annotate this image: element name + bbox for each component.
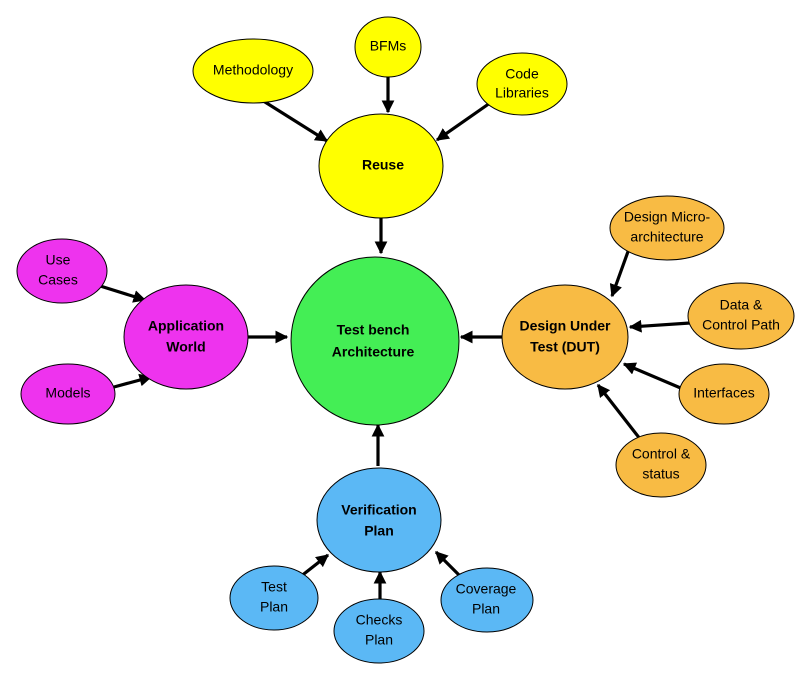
reuse-label: Reuse [362,157,404,173]
arrow-models-to-application [113,373,153,389]
coverage-plan-label-line1: Coverage [456,581,517,597]
dut-label-line1: Design Under [519,318,611,334]
verification-plan-label-line1: Verification [341,502,416,518]
arrow-coverage-plan-to-verification [434,550,464,580]
verification-plan-node: Verification Plan [316,467,442,573]
arrow-test-plan-to-verification [299,553,330,579]
arrow-data-control-to-dut [628,319,691,333]
application-world-label-line1: Application [148,318,224,334]
verification-plan-label-line2: Plan [364,523,394,539]
application-world-node: Application World [123,284,249,390]
data-control-label-line1: Data & [720,297,763,313]
test-plan-node: Test Plan [229,565,319,631]
nodes: Methodology BFMs Code Libraries Reuse Te… [16,16,795,664]
use-cases-node: Use Cases [16,238,108,304]
test-plan-label-line2: Plan [260,599,288,615]
models-node: Models [20,363,116,425]
models-label: Models [45,385,90,401]
application-world-label-line2: World [166,339,205,355]
interfaces-node: Interfaces [678,363,770,425]
data-control-node: Data & Control Path [687,282,795,350]
checks-plan-label-line1: Checks [356,612,403,628]
arrow-methodology-to-reuse [256,95,329,143]
dut-label-line2: Test (DUT) [530,339,600,355]
design-micro-node: Design Micro- architecture [609,195,725,261]
code-libraries-label-line2: Libraries [495,85,549,101]
reuse-node: Reuse [318,113,444,219]
test-plan-label-line1: Test [261,579,287,595]
coverage-plan-node: Coverage Plan [440,567,534,633]
methodology-label: Methodology [213,62,293,78]
design-micro-label-line1: Design Micro- [624,209,711,225]
use-cases-label-line2: Cases [38,272,78,288]
control-status-label-line2: status [642,466,679,482]
dut-node: Design Under Test (DUT) [501,284,629,390]
use-cases-label-line1: Use [46,252,71,268]
control-status-node: Control & status [615,432,707,498]
data-control-label-line2: Control Path [702,317,780,333]
arrow-design-micro-to-dut [609,245,632,298]
arrow-interfaces-to-dut [622,362,684,391]
code-libraries-label-line1: Code [505,66,539,82]
bfms-node: BFMs [354,16,422,78]
arrow-code-libraries-to-reuse [435,101,491,142]
arrow-control-status-to-dut [596,383,646,445]
checks-plan-node: Checks Plan [333,598,425,664]
interfaces-label: Interfaces [693,385,754,401]
arrow-use-cases-to-application [96,283,147,303]
edges [96,76,691,600]
code-libraries-node: Code Libraries [476,52,568,116]
control-status-label-line1: Control & [632,446,691,462]
center-label-line2: Architecture [332,344,415,360]
center-label-line1: Test bench [337,322,410,338]
coverage-plan-label-line2: Plan [472,601,500,617]
methodology-node: Methodology [192,38,314,104]
checks-plan-label-line2: Plan [365,632,393,648]
bfms-label: BFMs [370,38,407,54]
center-node: Test bench Architecture [290,256,460,426]
design-micro-label-line2: architecture [630,229,703,245]
